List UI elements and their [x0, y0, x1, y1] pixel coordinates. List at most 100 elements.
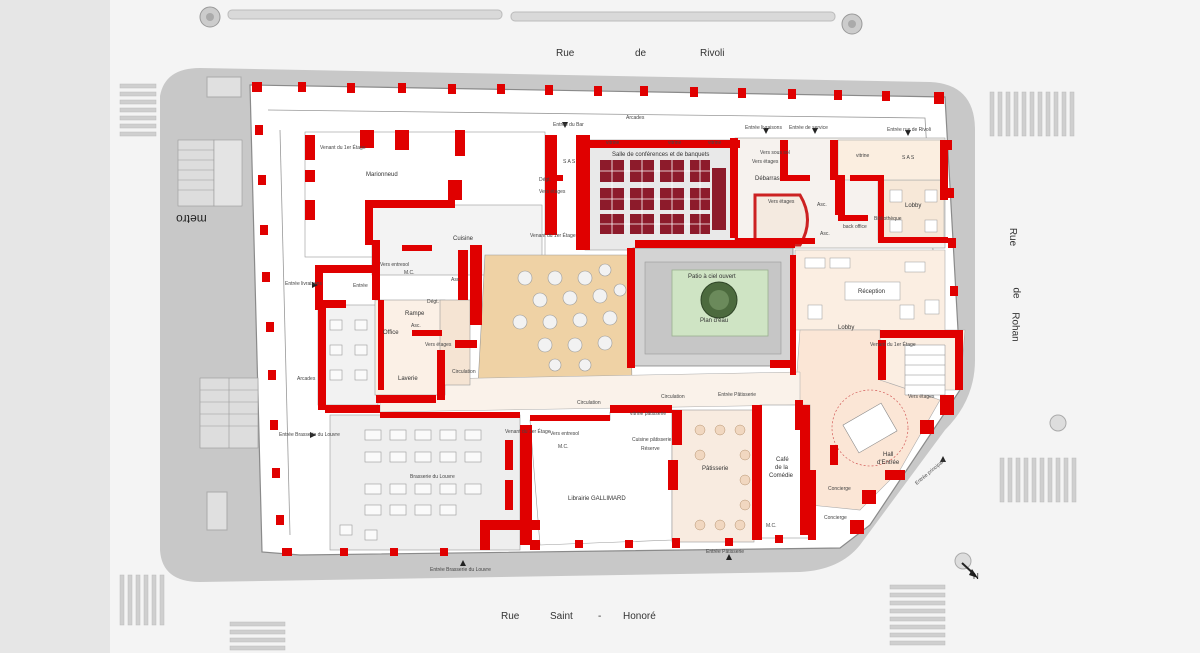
crosswalk-bottom-left [229, 621, 286, 651]
label-office: Office [383, 330, 399, 336]
label-sas: S A S [563, 159, 576, 165]
north-arrow-icon [961, 562, 978, 578]
street-label-honore-3: - [598, 611, 602, 622]
label-brasserie: Brasserie du Louvre [410, 474, 455, 480]
label-vers-entresol: Vers entresol [380, 262, 410, 268]
label-entree-brasserie-left: Entrée Brasserie du Louvre [279, 432, 340, 438]
label-marionneud: Marionneud [366, 172, 398, 178]
label-degt: Dégt. [539, 177, 551, 183]
label-vers-entresol: Vers entresol [550, 431, 580, 437]
label-asc: Asc. [411, 323, 421, 329]
label-cuisine: Cuisine [453, 236, 474, 242]
structural-walls [252, 82, 963, 556]
zone-entree-rivoli [837, 139, 945, 181]
label-cafe-line3: Comédie [769, 473, 794, 479]
north-label: N [973, 572, 979, 581]
entrance-arrow-icon [905, 130, 911, 136]
label-circulation: Circulation [661, 394, 685, 400]
label-vers-etages: Vers étages [539, 189, 566, 195]
label-vers-etages: Vers étages [908, 394, 935, 400]
street-label-rohan-3: Rohan [1009, 312, 1021, 342]
crosswalk-left-top [119, 83, 157, 137]
entrance-arrow-icon [812, 128, 818, 134]
label-vitrine-patisserie: vitrine pâtisserie [630, 411, 667, 417]
label-entree-de-service: Entrée de service [789, 125, 828, 131]
label-entree-du-bar: Entrée du Bar [553, 122, 584, 128]
lamppost-icon [841, 13, 863, 35]
hall-desk [842, 402, 898, 454]
lamppost-icon [199, 6, 221, 28]
label-plan-eau: Plan d'eau [700, 318, 729, 324]
label-cafe-line1: Café [776, 457, 789, 463]
street-label-rohan-2: de [1010, 287, 1022, 299]
arcade-line-left [279, 129, 291, 536]
label-hall-line2: d'Entrée [877, 460, 900, 466]
label-entree-livraisons-top: Entrée livraisons [745, 125, 782, 131]
kiosk [206, 491, 228, 531]
zone-office-left [317, 304, 379, 406]
label-vers-etages: Vers étages [768, 199, 795, 205]
label-rampe: Rampe [405, 311, 425, 317]
hall-circle [831, 389, 909, 467]
label-reserve: Réserve [641, 446, 660, 452]
label-vitrine: vitrine [856, 153, 870, 159]
street-label-honore-2: Saint [550, 611, 573, 622]
crosswalk-left-bottom [119, 574, 165, 626]
metro-entrance [177, 139, 243, 207]
entrance-arrow-icon [562, 122, 568, 128]
label-vers-etages: Vers étages [425, 342, 452, 348]
label-vitrine: vitrine [668, 140, 682, 146]
label-hall-line1: Hall [883, 452, 894, 458]
oval-room [753, 193, 809, 247]
bar-tables [512, 263, 627, 372]
brasserie-tables [329, 319, 482, 541]
label-venant-1er-etage: Venant du 1er Étage [530, 233, 576, 239]
label-cuisine-patisserie: Cuisine pâtisserie [632, 437, 672, 443]
crosswalk-right-top [989, 91, 1075, 137]
label-vers-etages: Vers étages [752, 159, 779, 165]
label-lobby-top: Lobby [905, 203, 922, 209]
label-mc: M.C. [404, 270, 415, 276]
fountain-inner [709, 290, 729, 310]
entrance-arrow-icon [310, 432, 316, 438]
label-mc: M.C. [558, 444, 569, 450]
label-debarras: Débarras [755, 176, 780, 182]
label-asc: Asc. [451, 277, 461, 283]
label-vers-sous-sol: Vers sous sol [760, 150, 790, 156]
median-top-right [510, 11, 836, 22]
label-salle-conferences: Salle de conférences et de banquets [612, 152, 710, 158]
street-label-honore-1: Rue [501, 611, 520, 622]
crosswalk-bottom-right [889, 584, 946, 646]
street-label-honore-4: Honoré [623, 611, 656, 622]
street-label-rohan-1: Rue [1007, 227, 1019, 247]
label-sas: S A S [902, 155, 915, 161]
label-vitrine: vitrine [606, 140, 620, 146]
street-label-rivoli-2: de [635, 48, 647, 59]
entrance-arrow-icon [460, 560, 466, 566]
label-degt: Dégt. [427, 299, 439, 305]
entrance-arrow-icon [940, 456, 946, 462]
metro-label: metro [176, 212, 207, 226]
label-concierge: Concierge [828, 486, 851, 492]
label-venant-1er-etage: Venant du 1er Étage [870, 342, 916, 348]
lobby-furniture [804, 189, 940, 320]
label-librairie: Librairie GALLIMARD [568, 496, 626, 502]
label-entree-brasserie-bottom: Entrée Brasserie du Louvre [430, 567, 491, 573]
label-entree-patisserie: Entrée Pâtisserie [718, 392, 757, 398]
entrance-arrow-icon [312, 282, 318, 288]
label-cafe-line2: de la [775, 465, 789, 471]
label-vitrine: vitrine [708, 140, 722, 146]
banquet-grid [600, 160, 710, 234]
label-lobby-mid: Lobby [838, 325, 855, 331]
label-circulation: Circulation [452, 369, 476, 375]
street-label-rivoli-3: Rivoli [700, 48, 725, 59]
entrance-arrow-icon [763, 128, 769, 134]
label-back-office: back office [843, 224, 867, 230]
label-entree-rue-de-rivoli: Entrée rue de Rivoli [887, 127, 931, 133]
street-label-rivoli-1: Rue [556, 48, 575, 59]
label-venant-1er-etage: Venant du 1er Étage [505, 429, 551, 435]
label-patisserie: Pâtisserie [702, 466, 729, 472]
label-bibliotheque: Bibliothèque [874, 216, 902, 222]
label-concierge: Concierge [824, 515, 847, 521]
